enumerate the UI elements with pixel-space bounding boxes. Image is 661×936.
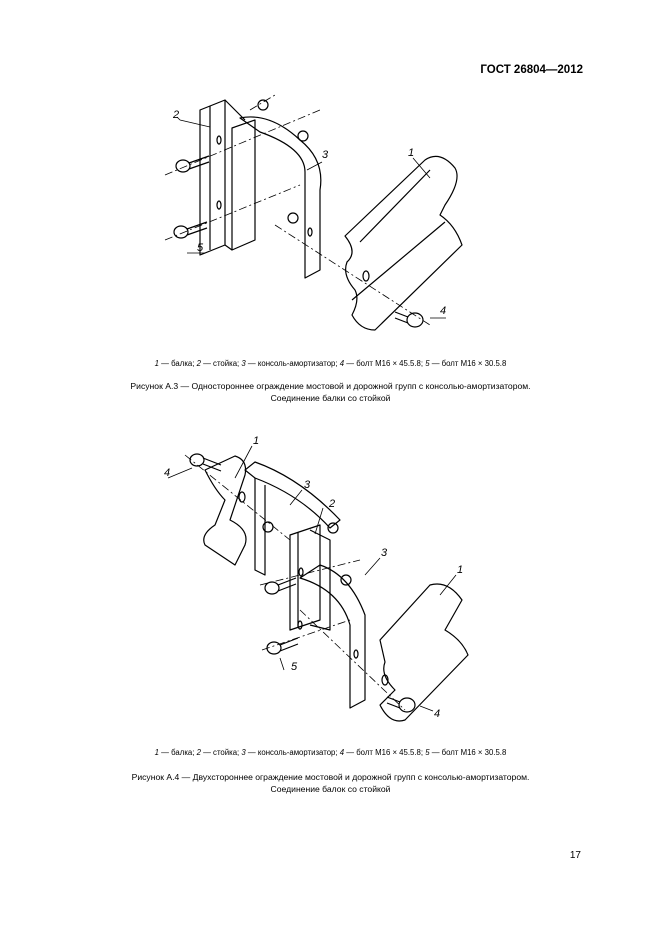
- a3-legend: 1 — балка; 2 — стойка; 3 — консоль-аморт…: [154, 359, 507, 368]
- page-number: 17: [569, 850, 581, 861]
- console-a4-right: [299, 564, 366, 709]
- a4-legend: 1 — балка; 2 — стойка; 3 — консоль-аморт…: [154, 748, 507, 757]
- bolt-a4-top: [189, 453, 222, 472]
- beam-a3: [344, 155, 463, 331]
- bolt-a4-mid: [264, 577, 297, 595]
- console-a4-left: [244, 461, 341, 529]
- figure-a3-drawing: 2 3 1 4 5: [164, 94, 463, 331]
- a3-label-1: 1: [408, 147, 414, 159]
- a3-caption: Рисунок А.3 — Одностороннее ограждение м…: [130, 381, 531, 403]
- a4-label-1-left: 1: [253, 435, 259, 447]
- a4-label-2: 2: [328, 498, 335, 510]
- bolt-a3-right: [394, 311, 424, 328]
- figure-a4-drawing: 1 2 3 4 5 3 1 4: [164, 435, 469, 722]
- beam-a4-left: [203, 455, 247, 566]
- a3-label-4: 4: [440, 305, 446, 317]
- bolt-a4-right: [386, 696, 416, 713]
- post-a4: [289, 524, 321, 631]
- bolt-a4-low: [266, 637, 299, 655]
- a4-label-1-right: 1: [457, 564, 463, 576]
- console-a3: [239, 116, 322, 279]
- bolt-a3-lower: [173, 221, 208, 239]
- a4-label-3-left: 3: [304, 479, 311, 491]
- a4-label-4-right: 4: [434, 708, 440, 720]
- a3-label-3: 3: [322, 149, 329, 161]
- beam-a4-right: [379, 583, 469, 722]
- a3-label-5: 5: [197, 242, 204, 254]
- a4-label-4-left: 4: [164, 467, 170, 479]
- bolt-a3-left: [175, 155, 210, 173]
- a3-label-2: 2: [172, 109, 179, 121]
- a4-label-5: 5: [291, 661, 298, 673]
- a4-label-3-right: 3: [381, 547, 388, 559]
- a4-caption: Рисунок А.4 — Двухстороннее ограждение м…: [131, 772, 530, 794]
- standard-number: ГОСТ 26804—2012: [480, 64, 583, 76]
